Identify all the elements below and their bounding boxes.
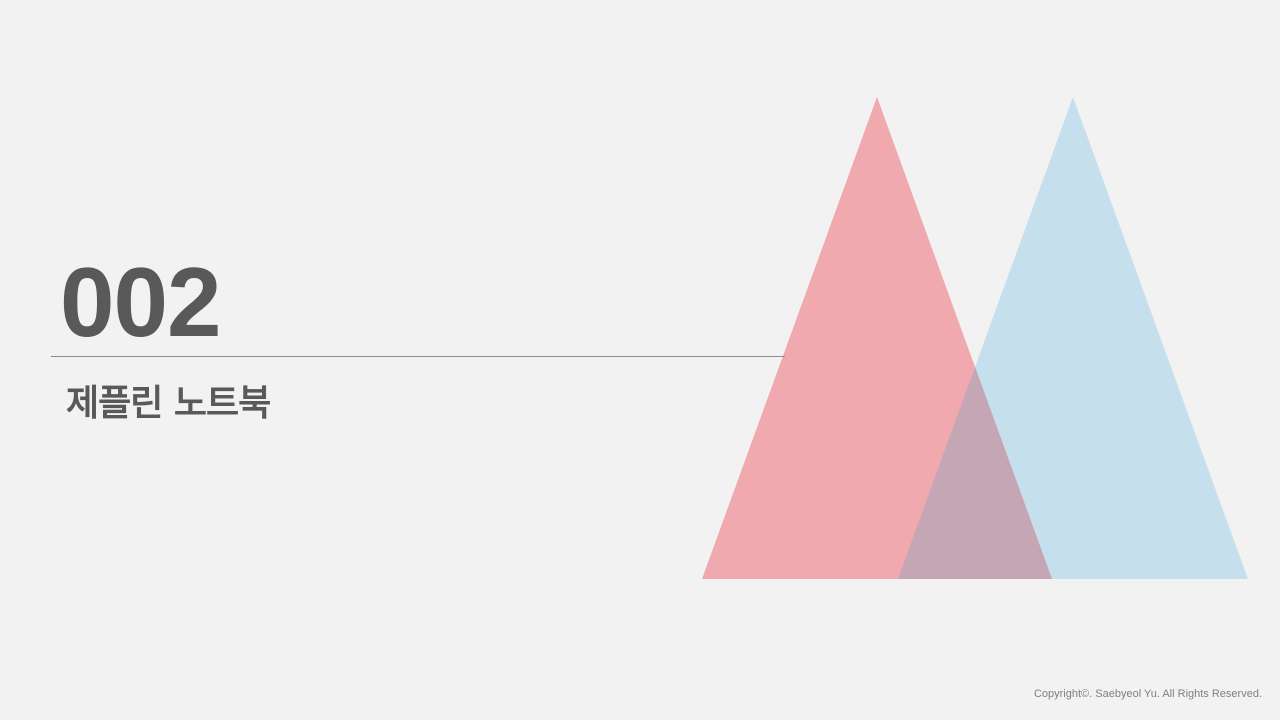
- section-title: 제플린 노트북: [66, 383, 271, 424]
- pink-triangle: [702, 97, 1052, 579]
- triangle-overlap: [898, 367, 1052, 579]
- divider-line: [51, 356, 785, 357]
- section-number: 002: [60, 247, 222, 357]
- blue-triangle: [898, 97, 1248, 579]
- copyright-notice: Copyright©. Saebyeol Yu. All Rights Rese…: [1033, 688, 1262, 700]
